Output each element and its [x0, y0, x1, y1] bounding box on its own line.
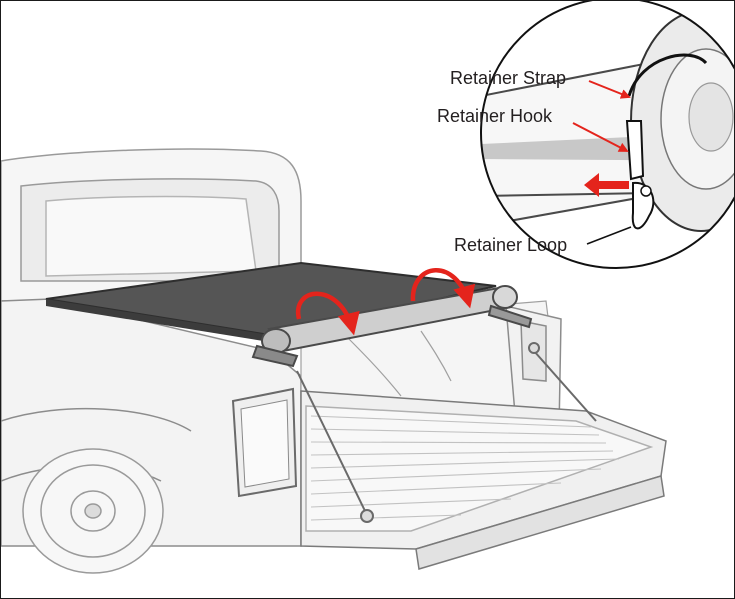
- push-direction-arrow: [584, 173, 629, 197]
- tonneau-cover: [45, 261, 497, 343]
- truck-cab: [1, 148, 302, 302]
- support-cables: [296, 342, 597, 523]
- detail-inset: [480, 1, 734, 269]
- retainer-strap-label: Retainer Strap: [450, 68, 567, 88]
- roll-direction-arrows: [295, 268, 476, 336]
- rolled-cover: [251, 285, 533, 368]
- retainer-loop-label: Retainer Loop: [454, 235, 568, 255]
- bed-far-wall: [505, 305, 562, 432]
- retainer-hook-label: Retainer Hook: [437, 106, 553, 126]
- tailgate: [300, 390, 667, 570]
- callout-leaders: [572, 80, 632, 245]
- tail-light: [231, 387, 298, 498]
- wheel: [22, 448, 164, 574]
